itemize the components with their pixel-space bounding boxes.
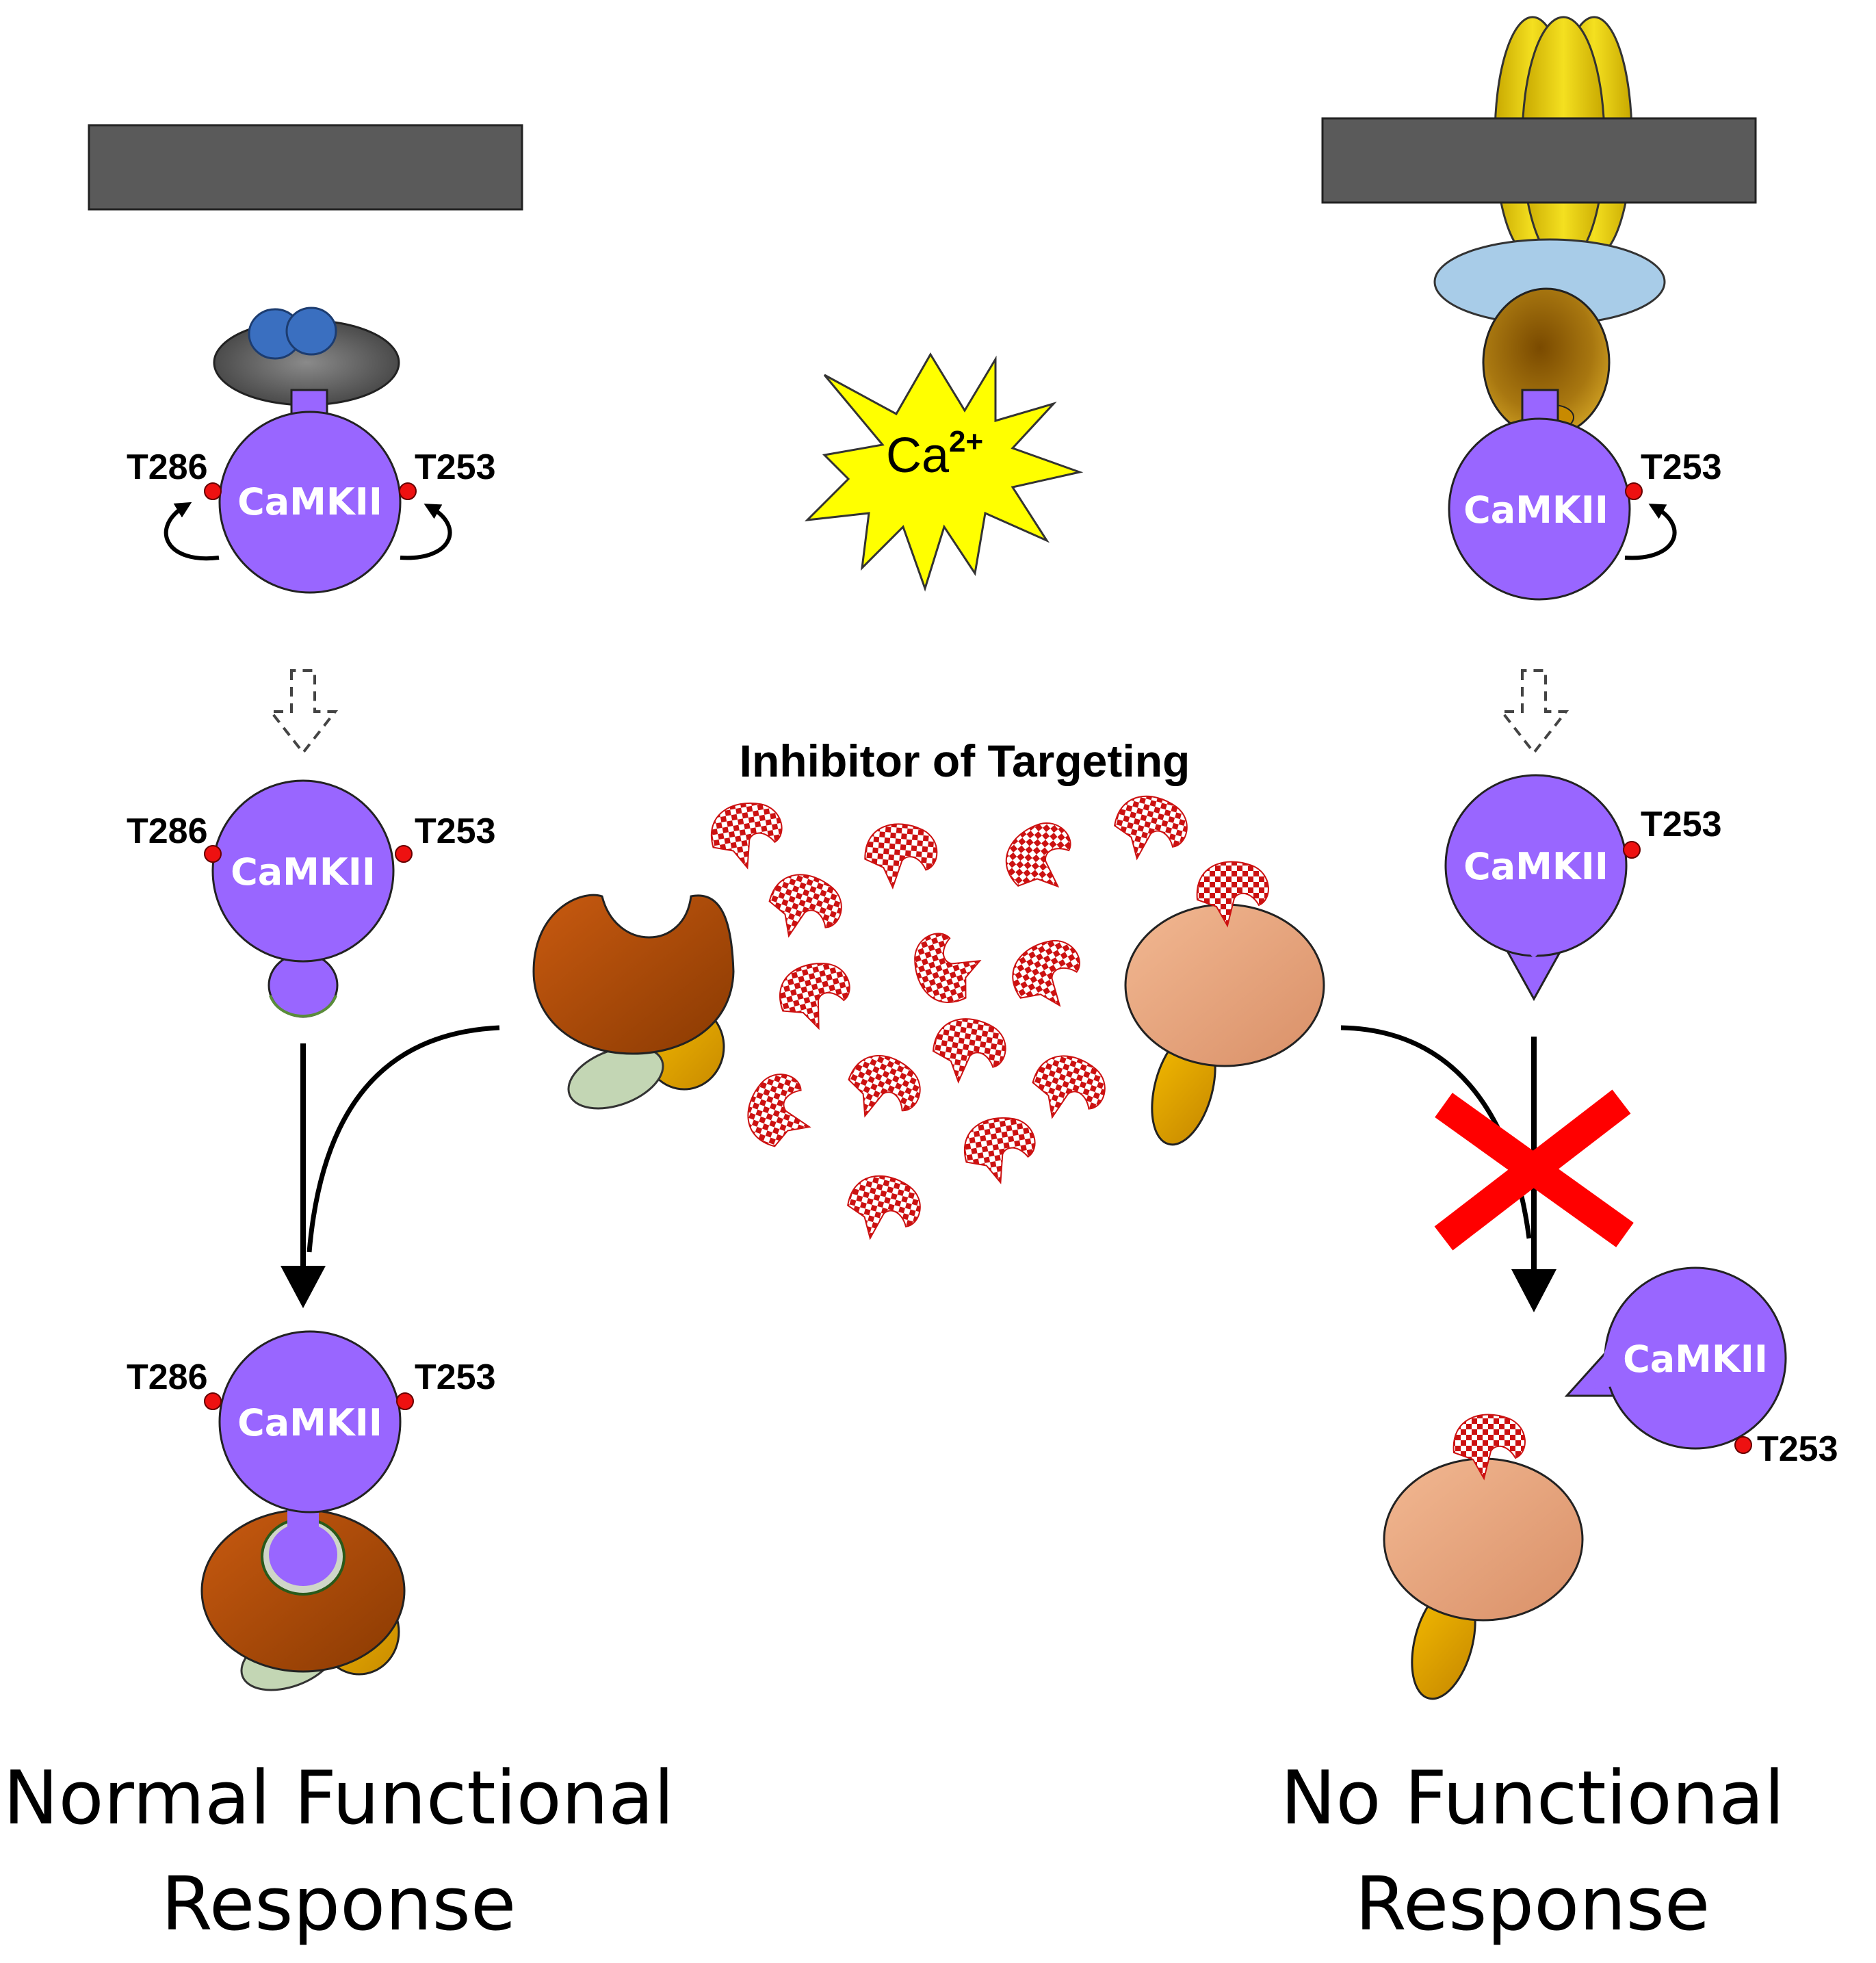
inhibitor-peptide-cloud — [705, 788, 1194, 1250]
site-label-t253: T253 — [415, 447, 496, 487]
camkii-label: CaMKII — [1623, 1338, 1768, 1381]
checkered-peptide-icon — [904, 921, 991, 1012]
site-label-t286: T286 — [127, 811, 208, 851]
caption-none-line1: No Functional — [1281, 1756, 1785, 1841]
autophos-arrow-left — [164, 502, 220, 561]
caption-normal-line1: Normal Functional — [3, 1756, 675, 1841]
right-column: CaMKII T253 CaMKII T253 — [1281, 16, 1838, 1947]
center-column: Ca2+ Inhibitor of Targeting — [532, 352, 1532, 1250]
phospho-site-t286 — [204, 482, 222, 500]
camkii-label: CaMKII — [1463, 845, 1608, 888]
phospho-site-t253 — [399, 482, 417, 500]
checkered-peptide-icon — [861, 820, 940, 892]
anchor-protein-free — [532, 894, 735, 1110]
caption-none-line2: Response — [1355, 1862, 1710, 1947]
caption-normal-line2: Response — [161, 1862, 517, 1947]
site-label-t253: T253 — [1757, 1429, 1838, 1469]
phospho-site-t253 — [396, 1392, 414, 1410]
membrane-bar-left — [88, 124, 523, 211]
camkii-label: CaMKII — [237, 1401, 382, 1444]
checkered-peptide-icon — [1106, 788, 1194, 870]
camkii-left-middle: CaMKII T286 T253 — [127, 779, 496, 1018]
arrowhead-right — [1511, 1269, 1556, 1312]
checkered-peptide-icon — [738, 1065, 824, 1156]
anchor-protein-inhibited-bottom — [1383, 1414, 1584, 1700]
dashed-down-arrow-left — [268, 669, 339, 755]
site-label-t286: T286 — [127, 447, 208, 487]
checkered-peptide-icon — [705, 796, 789, 874]
phospho-site-t253 — [1734, 1436, 1752, 1454]
membrane-bar-right — [1321, 117, 1757, 204]
calmodulin-complex-left — [213, 307, 400, 406]
phospho-site-t253 — [395, 845, 413, 863]
checkered-peptide-icon — [839, 1167, 927, 1250]
starburst-icon: Ca2+ — [804, 352, 1084, 592]
phospho-site-t253 — [1625, 482, 1643, 500]
inhibitor-label: Inhibitor of Targeting — [740, 736, 1190, 786]
red-x-icon — [1434, 1089, 1634, 1251]
checkered-peptide-icon — [959, 1111, 1042, 1189]
camkii-anchor-complex-left: CaMKII T286 T253 — [127, 1330, 496, 1691]
checkered-peptide-icon — [993, 810, 1091, 907]
camkii-right-top: CaMKII T253 — [1448, 389, 1722, 601]
camkii-label: CaMKII — [231, 850, 376, 894]
camkii-right-bottom: CaMKII T253 — [1564, 1266, 1838, 1469]
left-column: CaMKII T286 T253 CaMKII T286 T253 — [3, 124, 675, 1947]
anchor-protein-inhibited — [1124, 861, 1325, 1146]
checkered-peptide-icon — [772, 955, 859, 1037]
camkii-label: CaMKII — [1463, 489, 1608, 532]
arrowhead-left — [281, 1266, 326, 1308]
dashed-down-arrow-right — [1498, 669, 1569, 755]
camkii-left-top: CaMKII T286 T253 — [127, 389, 496, 594]
phospho-site-t286 — [204, 845, 222, 863]
site-label-t253: T253 — [415, 1357, 496, 1397]
calcium-label: Ca2+ — [886, 425, 983, 483]
checkered-peptide-icon — [1000, 928, 1096, 1022]
site-label-t253: T253 — [1641, 447, 1722, 487]
autophos-arrow-right — [400, 504, 452, 560]
phospho-site-t253 — [1623, 841, 1641, 859]
site-label-t286: T286 — [127, 1357, 208, 1397]
autophos-arrow-right — [1624, 504, 1677, 560]
camkii-right-middle: CaMKII T253 — [1444, 774, 1722, 1002]
checkered-peptide-icon — [759, 864, 850, 951]
phospho-site-t286 — [204, 1392, 222, 1410]
checkered-peptide-icon — [837, 1044, 930, 1134]
binding-curve-left — [307, 1025, 500, 1253]
camkii-label: CaMKII — [237, 480, 382, 523]
site-label-t253: T253 — [415, 811, 496, 851]
checkered-peptide-icon — [928, 1013, 1011, 1090]
checkered-peptide-icon — [1023, 1045, 1114, 1132]
site-label-t253: T253 — [1641, 805, 1722, 844]
